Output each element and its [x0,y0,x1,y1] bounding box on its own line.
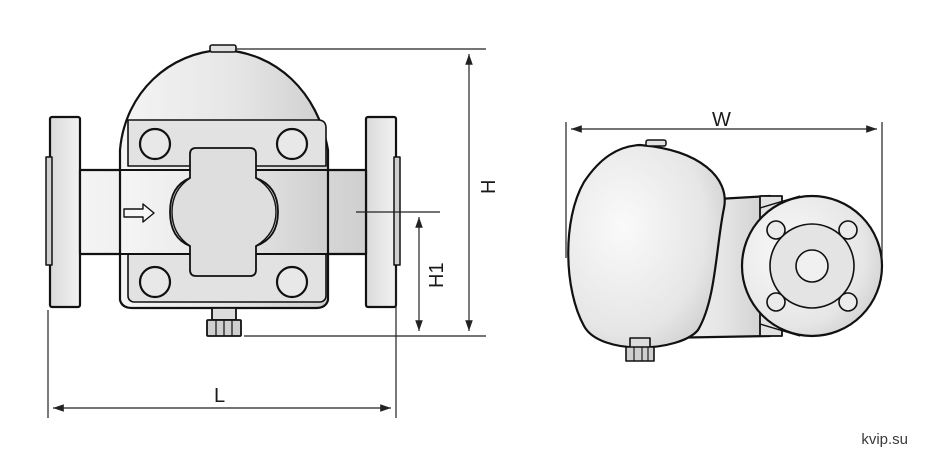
flow-direction-icon [123,203,155,223]
front-view [45,44,440,337]
inlet-height-label: H1 [426,262,448,288]
flange-bolt-3 [766,292,786,312]
flange-bolt-2 [838,220,858,240]
side-housing [567,143,726,349]
bolt-top-right [275,127,309,161]
length-label: L [214,385,225,407]
flange-bolt-4 [838,292,858,312]
watermark: kvip.su [861,431,908,448]
bolt-bottom-left [138,265,172,299]
drain-neck [211,307,237,321]
left-flange [48,115,82,309]
right-flange-face [393,156,401,266]
center-boss [169,147,279,277]
front-dimensions [47,48,486,418]
cover-plate [127,119,327,167]
side-view [567,139,884,362]
left-flange-face [45,156,53,266]
flange-bore [795,249,829,283]
height-label: H [478,180,500,194]
side-drain-plug [625,346,655,362]
top-cap [209,44,237,53]
width-label: W [712,109,731,131]
side-dimensions [565,122,883,258]
bolt-top-left [138,127,172,161]
bolt-bottom-right [275,265,309,299]
flange-bolt-1 [766,220,786,240]
side-top-cap [645,139,667,147]
